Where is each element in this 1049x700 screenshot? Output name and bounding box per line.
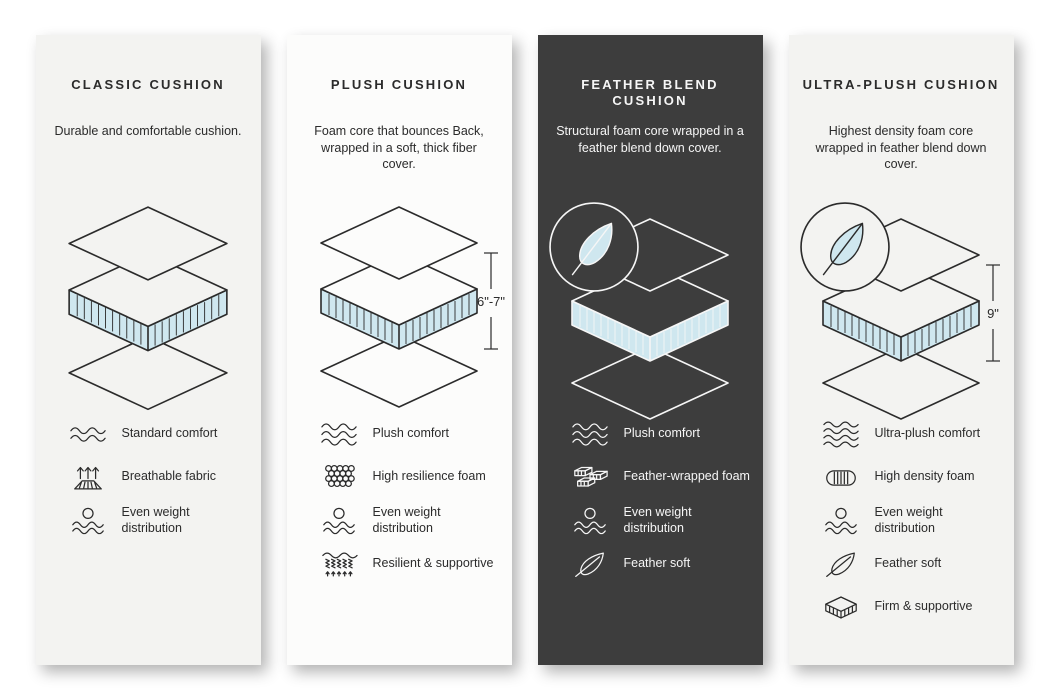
weight-distribution-icon <box>571 506 609 535</box>
waves-icon <box>320 420 358 449</box>
card-title: FEATHER BLEND CUSHION <box>581 77 719 108</box>
weight-distribution-icon <box>320 506 358 535</box>
feather-icon <box>822 550 860 579</box>
feature-row: High density foam <box>822 462 1006 492</box>
feature-row: Resilient & supportive <box>320 549 504 579</box>
feature-label: Even weight distribution <box>121 505 190 535</box>
cushion-comparison-board: CLASSIC CUSHION Durable and comfortable … <box>35 35 1014 665</box>
feature-row: Plush comfort <box>320 419 504 449</box>
waves-icon <box>571 420 609 449</box>
cushion-stack-illustration: 9" <box>800 202 1000 420</box>
weight-distribution-icon <box>822 506 860 535</box>
density-foam-icon <box>822 463 860 492</box>
height-bracket: 9" <box>986 264 1000 362</box>
card-title: PLUSH CUSHION <box>330 77 468 92</box>
waves-icon <box>822 420 860 449</box>
height-measurement: 9" <box>987 306 999 321</box>
height-measurement: 6"-7" <box>477 294 505 309</box>
feature-row: Feather soft <box>571 549 755 579</box>
card-description: Durable and comfortable cushion. <box>54 124 242 138</box>
feather-foam-icon <box>571 463 609 492</box>
feature-row: Firm & supportive <box>822 592 1006 622</box>
feature-label: Even weight distribution <box>623 505 692 535</box>
feature-row: Plush comfort <box>571 419 755 449</box>
feature-label: Firm & supportive <box>874 599 973 614</box>
illustration-area: 9" <box>789 199 1014 420</box>
illustration-area: 6"-7" <box>287 199 512 415</box>
feature-row: Standard comfort <box>69 419 253 449</box>
card-plush-cushion: PLUSH CUSHION Foam core that bounces Bac… <box>286 35 512 665</box>
feature-row: Even weight distribution <box>69 505 253 536</box>
cushion-stack-illustration: 6"-7" <box>320 206 505 408</box>
feature-label: High density foam <box>874 469 975 484</box>
card-title: ULTRA-PLUSH CUSHION <box>802 77 1000 92</box>
feature-row: Even weight distribution <box>320 505 504 536</box>
feather-badge-icon <box>800 202 890 292</box>
foam-cells-icon <box>320 463 358 492</box>
feature-list: Ultra-plush comfort High density foam Ev… <box>789 415 1014 635</box>
feature-label: Breathable fabric <box>121 469 217 484</box>
springs-icon <box>320 550 358 579</box>
feather-icon <box>571 550 609 579</box>
feature-list: Plush comfort High resilience foam Even … <box>287 415 512 592</box>
feature-label: High resilience foam <box>372 469 486 484</box>
feature-list: Standard comfort Breathable fabric Even … <box>36 415 261 549</box>
feature-row: Feather soft <box>822 549 1006 579</box>
feature-row: High resilience foam <box>320 462 504 492</box>
feature-row: Even weight distribution <box>822 505 1006 536</box>
feature-list: Plush comfort Feather-wrapped foam Even … <box>538 415 763 592</box>
feature-row: Breathable fabric <box>69 462 253 492</box>
feature-label: Feather soft <box>623 556 691 571</box>
feature-label: Standard comfort <box>121 426 218 441</box>
cushion-stack-illustration <box>549 202 729 420</box>
card-ultra-plush-cushion: ULTRA-PLUSH CUSHION Highest density foam… <box>788 35 1014 665</box>
feature-label: Ultra-plush comfort <box>874 426 981 441</box>
firm-support-icon <box>822 593 860 622</box>
breathable-icon <box>69 463 107 492</box>
card-feather-blend-cushion: FEATHER BLEND CUSHION Structural foam co… <box>537 35 763 665</box>
card-classic-cushion: CLASSIC CUSHION Durable and comfortable … <box>35 35 261 665</box>
feature-label: Plush comfort <box>372 426 449 441</box>
feature-label: Even weight distribution <box>874 505 943 535</box>
weight-distribution-icon <box>69 506 107 535</box>
card-description: Foam core that bounces Back, wrapped in … <box>314 124 484 171</box>
feature-label: Resilient & supportive <box>372 556 494 571</box>
feature-row: Feather-wrapped foam <box>571 462 755 492</box>
feature-label: Plush comfort <box>623 426 700 441</box>
feature-label: Feather soft <box>874 556 942 571</box>
illustration-area <box>36 199 261 415</box>
height-bracket: 6"-7" <box>477 252 505 350</box>
feature-row: Ultra-plush comfort <box>822 419 1006 449</box>
feature-row: Even weight distribution <box>571 505 755 536</box>
card-description: Highest density foam core wrapped in fea… <box>815 124 987 171</box>
illustration-area <box>538 199 763 420</box>
feather-badge-icon <box>549 202 639 292</box>
feature-label: Feather-wrapped foam <box>623 469 750 484</box>
cushion-stack-illustration <box>68 206 228 411</box>
feature-label: Even weight distribution <box>372 505 441 535</box>
card-description: Structural foam core wrapped in a feathe… <box>556 124 744 155</box>
waves-icon <box>69 420 107 449</box>
card-title: CLASSIC CUSHION <box>71 77 225 92</box>
